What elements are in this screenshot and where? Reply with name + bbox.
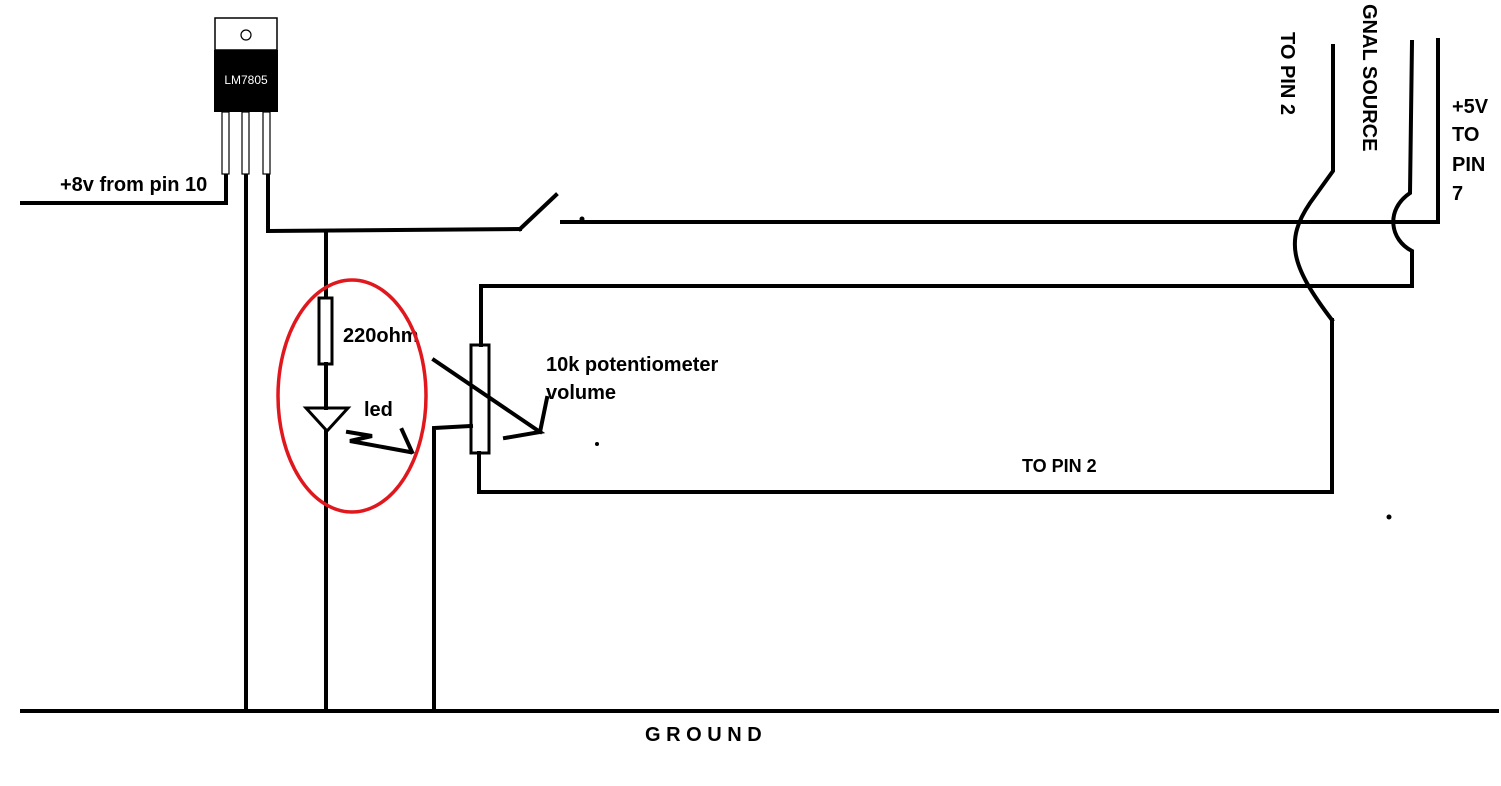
regulator-mount-hole — [240, 29, 252, 41]
pot-top-wire — [479, 284, 1414, 347]
pot-wiper-wire — [477, 451, 1334, 494]
plus5v-line4: 7 — [1452, 183, 1463, 205]
regulator-label: LM7805 — [224, 73, 268, 87]
plus5v-line1: +5V — [1452, 96, 1489, 118]
switch-contact-dot — [579, 216, 585, 222]
plus5v-line2: TO — [1452, 124, 1479, 146]
ground-label: G R O U N D — [645, 724, 762, 746]
regulator-pin-output — [262, 111, 271, 175]
regulator-pin-ground — [241, 111, 250, 175]
pin2-crossover-wire — [1292, 44, 1335, 323]
led-label: led — [364, 399, 393, 421]
pot-wiper-arrow-head — [537, 395, 550, 435]
stray-dot-1 — [595, 442, 599, 446]
plus5v-line3: PIN — [1452, 154, 1485, 176]
input-wire — [20, 174, 228, 205]
to-pin2-label: TO PIN 2 — [1022, 456, 1097, 476]
led-light-arrow — [345, 429, 413, 455]
signal-source-wire — [1391, 39, 1415, 288]
regulator-pin-input — [221, 111, 230, 175]
stray-dot-2 — [1386, 514, 1392, 520]
pot-ground-wire — [432, 423, 474, 713]
led-arrow-head — [399, 427, 415, 455]
resistor-220ohm — [317, 296, 334, 366]
pot-label-line1: 10k potentiometer — [546, 354, 718, 376]
signal-source-label: GNAL SOURCE — [1358, 4, 1380, 151]
switch-lever — [517, 192, 559, 232]
regulator-body — [214, 50, 278, 112]
potentiometer-10k — [469, 343, 491, 455]
resistor-label: 220ohm — [343, 325, 419, 347]
pot-label-line2: volume — [546, 382, 616, 404]
led-symbol — [302, 406, 352, 434]
regulator-output-wire — [266, 174, 523, 234]
lm7805-regulator: LM7805 — [214, 17, 278, 175]
to-pin2-vertical-label: TO PIN 2 — [1276, 32, 1298, 115]
input-label: +8v from pin 10 — [60, 174, 207, 196]
led-highlight-circle — [276, 278, 428, 514]
